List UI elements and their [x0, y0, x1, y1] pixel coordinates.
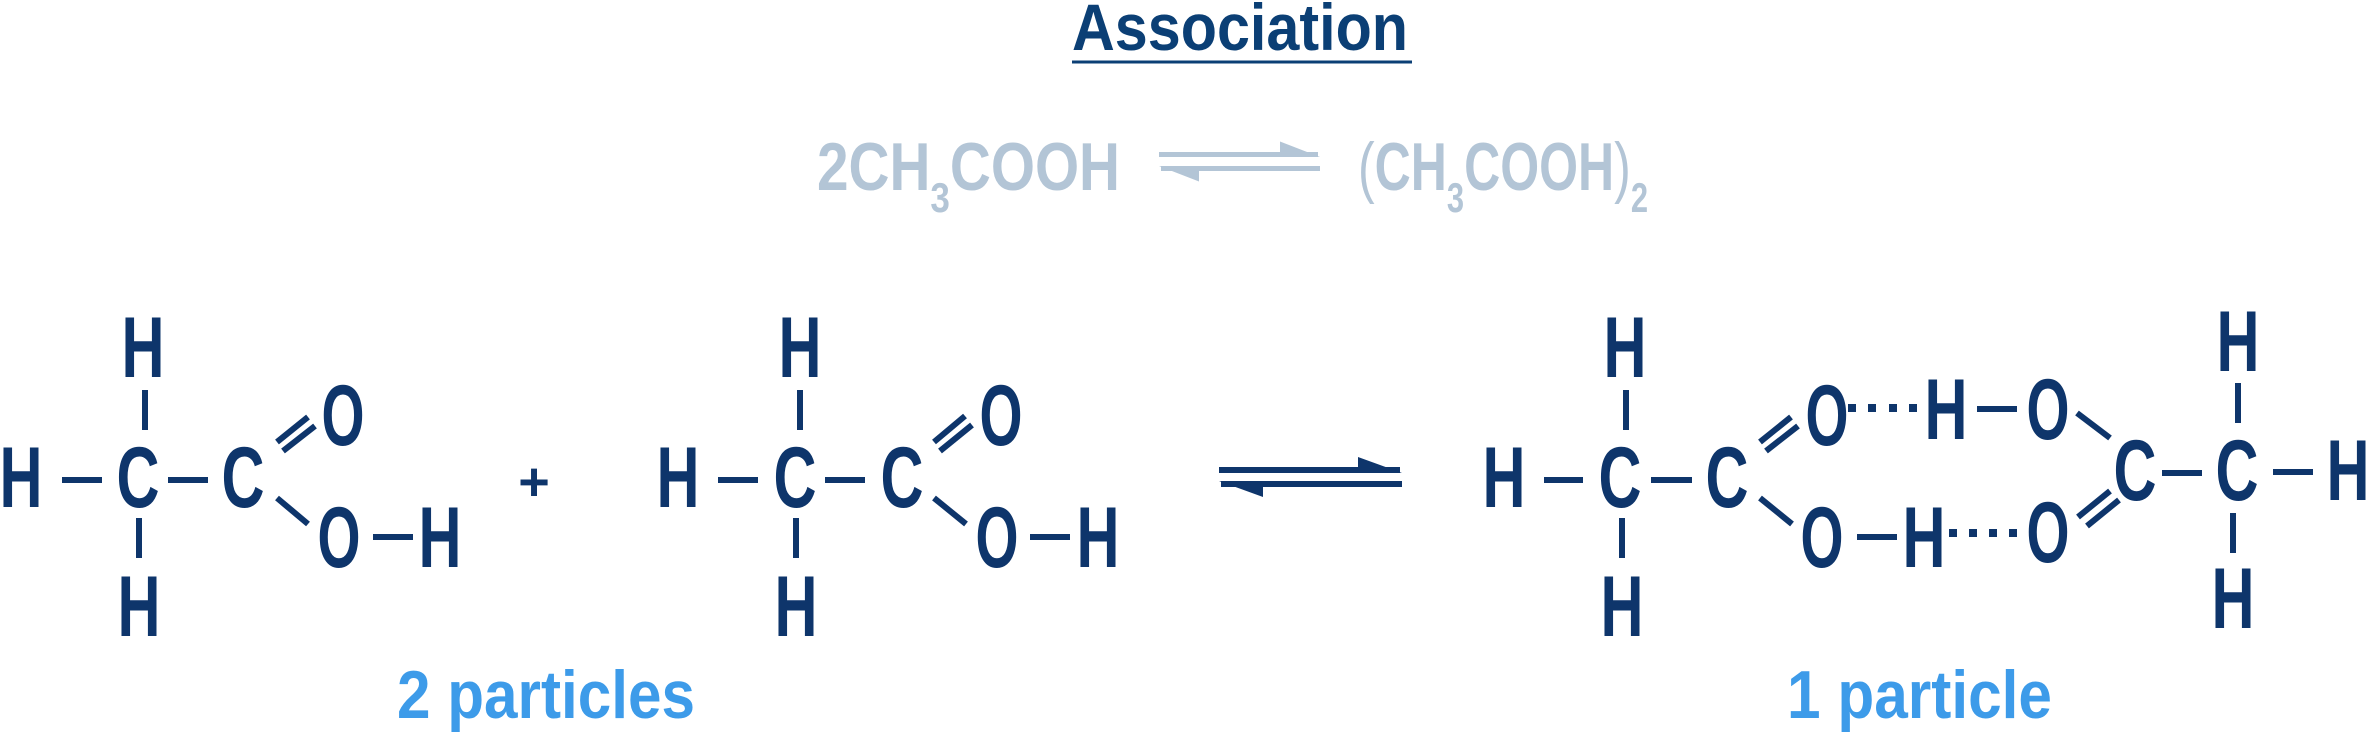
atom-h: H — [2217, 294, 2260, 390]
atom-h: H — [122, 300, 165, 396]
product-open-paren: ( — [1358, 129, 1375, 205]
summary-equation: 2CH3COOH (CH3COOH)2 — [817, 129, 1648, 221]
double-bond-line — [938, 422, 974, 454]
atom-h: H — [1903, 490, 1946, 586]
reactant-ch: CH — [849, 129, 931, 205]
double-bond-line — [1758, 414, 1793, 445]
double-bond-line — [2076, 488, 2112, 520]
atom-h: H — [1925, 362, 1968, 458]
reactant-subscript-3: 3 — [930, 174, 949, 221]
atom-o: O — [976, 490, 1019, 586]
plus-sign: + — [518, 452, 550, 512]
product-ch: CH — [1375, 129, 1447, 205]
reactant-cooh: COOH — [950, 129, 1120, 205]
atom-h: H — [1077, 490, 1120, 586]
atom-o: O — [2027, 362, 2070, 458]
atom-h: H — [1601, 559, 1644, 655]
atom-c: C — [117, 430, 160, 526]
single-bond — [1758, 495, 1794, 527]
hydrogen-bond-dotted — [1949, 529, 2017, 537]
double-bond-line — [2085, 497, 2121, 529]
atom-c: C — [881, 430, 924, 526]
atom-h: H — [1604, 300, 1647, 396]
atom-c: C — [222, 430, 265, 526]
product-subscript-3: 3 — [1447, 174, 1464, 221]
atom-o: O — [318, 490, 361, 586]
summary-product-formula: (CH3COOH)2 — [1358, 129, 1648, 221]
label-2-particles: 2 particles — [397, 657, 695, 733]
double-bond-line — [281, 423, 317, 454]
title-group: Association — [1072, 0, 1412, 64]
summary-equilibrium-arrow-icon — [1159, 141, 1320, 182]
atom-c: C — [2114, 423, 2157, 519]
atom-c: C — [774, 430, 817, 526]
atom-c: C — [1706, 430, 1749, 526]
atom-h: H — [118, 559, 161, 655]
product-subscript-2: 2 — [1631, 174, 1648, 221]
atom-c: C — [2216, 423, 2259, 519]
summary-reactant-formula: 2CH3COOH — [817, 129, 1120, 221]
atom-o: O — [1801, 490, 1844, 586]
atom-h: H — [657, 430, 700, 526]
atom-h: H — [419, 490, 462, 586]
label-1-particle: 1 particle — [1787, 657, 2052, 733]
atom-h: H — [1483, 430, 1526, 526]
atom-h: H — [775, 559, 818, 655]
atom-o: O — [1806, 368, 1849, 464]
diagram-title: Association — [1072, 0, 1408, 64]
atom-o: O — [322, 368, 365, 464]
double-bond-line — [1764, 423, 1800, 454]
double-bond-line — [275, 414, 310, 445]
single-bond — [932, 495, 968, 527]
atom-o: O — [980, 368, 1023, 464]
product-cooh: COOH — [1464, 129, 1614, 205]
atom-h: H — [0, 430, 43, 526]
single-bond — [275, 495, 310, 527]
equilibrium-arrow-icon — [1219, 457, 1402, 497]
reactant-coefficient: 2 — [817, 129, 849, 205]
atom-o: O — [2027, 485, 2070, 581]
atom-h: H — [779, 300, 822, 396]
atom-c: C — [1599, 430, 1642, 526]
product-close-paren: ) — [1614, 129, 1631, 205]
hydrogen-bond-dotted — [1848, 404, 1917, 412]
single-bond — [2075, 410, 2112, 441]
atom-h: H — [2212, 551, 2255, 647]
atom-h: H — [2327, 423, 2370, 519]
double-bond-line — [932, 413, 967, 445]
